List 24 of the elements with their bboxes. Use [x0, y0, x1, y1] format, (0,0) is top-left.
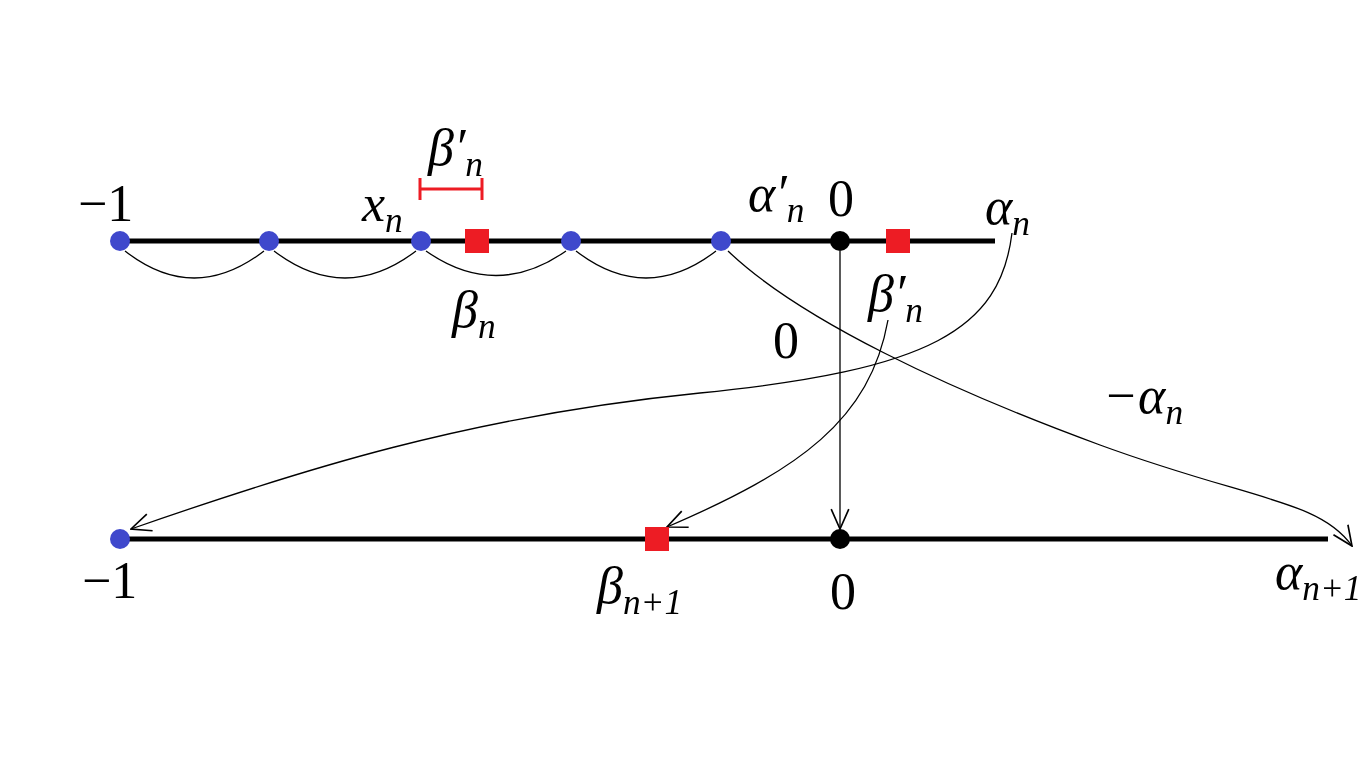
point-label: −1 [78, 178, 134, 230]
math-label: α$_{n}$ [985, 181, 1030, 233]
point-label: 0 [830, 566, 856, 618]
arc-line [575, 250, 717, 279]
point-label: β$_{n}$ [452, 284, 496, 336]
arc-line [273, 250, 417, 279]
arrow [666, 319, 889, 528]
point-label: x$_{n}$ [362, 178, 403, 230]
math-label: −α$_{n}$ [1103, 370, 1184, 422]
point-label: 0 [828, 173, 854, 225]
arc-line [124, 250, 265, 279]
math-label: 0 [773, 315, 799, 367]
math-label: β′$_{n}$ [428, 122, 483, 174]
arrow [830, 250, 850, 530]
point-label: α′$_{n}$ [748, 168, 805, 220]
arrow [130, 232, 1013, 532]
point-label: β$_{n+1}$ [597, 560, 683, 612]
point-label: −1 [82, 555, 138, 607]
dot-icon [561, 231, 581, 251]
point-label: β′$_{n}$ [868, 268, 923, 320]
arrow [727, 250, 1353, 547]
math-label: α$_{n+1}$ [1275, 546, 1362, 598]
dot-icon [259, 231, 279, 251]
arc-line [425, 250, 567, 277]
